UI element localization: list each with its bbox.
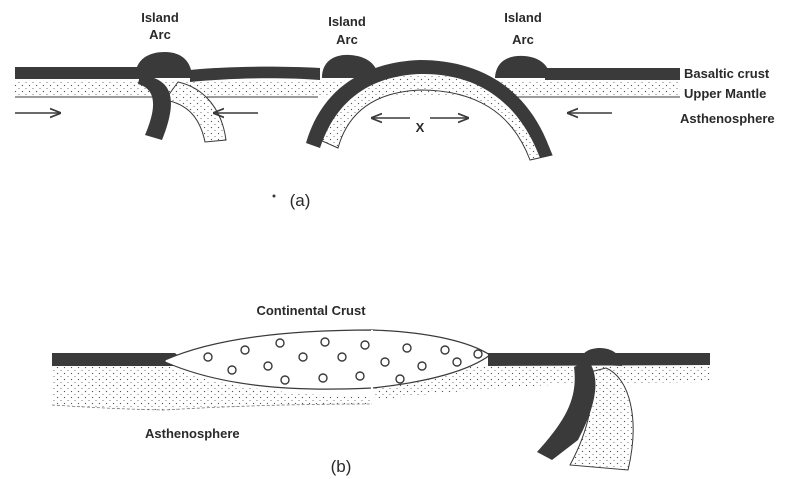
caption-dot xyxy=(273,195,276,198)
basaltic-crust-a xyxy=(15,67,140,79)
basaltic-crust-label: Basaltic crust xyxy=(684,66,770,81)
basaltic-crust-right xyxy=(545,68,680,80)
arc-label-1-line2: Arc xyxy=(149,27,171,42)
basaltic-crust-mid xyxy=(190,67,320,82)
island-arc-3-bump xyxy=(495,56,550,78)
arc-label-1-line1: Island xyxy=(141,10,179,25)
caption-a: (a) xyxy=(290,191,311,210)
island-arc-1-bump xyxy=(135,52,192,78)
asthenosphere-label-b: Asthenosphere xyxy=(145,426,240,441)
caption-b: (b) xyxy=(331,457,352,476)
island-arc-b-bump xyxy=(580,348,622,366)
island-arc-2-bump xyxy=(322,55,378,78)
upper-mantle-label: Upper Mantle xyxy=(684,86,766,101)
asthenosphere-label-a: Asthenosphere xyxy=(680,111,775,126)
panel-b: Continental Crust Asthenosphere (b) xyxy=(52,303,710,476)
arc-label-2-line2: Arc xyxy=(336,32,358,47)
spreading-x-label: X xyxy=(416,120,425,135)
arc-label-3-line2: Arc xyxy=(512,32,534,47)
continental-crust-label: Continental Crust xyxy=(256,303,366,318)
arc-label-3-line1: Island xyxy=(504,10,542,25)
arc-label-2-line1: Island xyxy=(328,14,366,29)
panel-a: Island Arc Island Arc Island Arc Basalti… xyxy=(15,10,775,210)
